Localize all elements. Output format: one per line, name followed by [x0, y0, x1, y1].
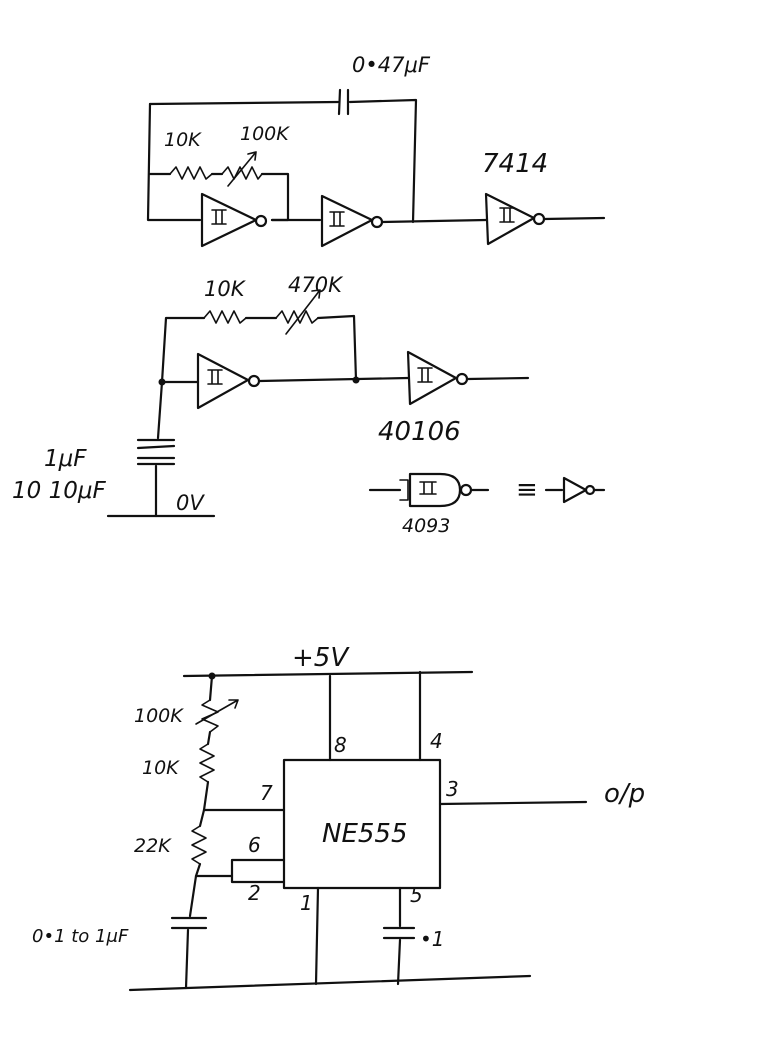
wire-feedback-right: [316, 314, 358, 382]
resistor-variable-label-b: 470K: [288, 273, 344, 297]
pin-number-5: 5: [410, 883, 423, 907]
capacitor-label: 0•47μF: [352, 53, 431, 77]
schmitt-inverter-40106-b: [406, 350, 469, 406]
supply-rail: [182, 670, 474, 678]
pin-number-6: 6: [248, 833, 261, 857]
resistor-fixed-label-b: 10K: [204, 277, 247, 301]
wire-node7-r3: [198, 808, 206, 828]
resistor-470k: [275, 310, 319, 324]
resistor-22k: [191, 825, 207, 865]
wire-cap-ground: [184, 928, 190, 990]
nand-gate-4093: [408, 472, 473, 508]
wire-left-loop: [146, 102, 202, 222]
resistor-100k: [221, 166, 263, 180]
pin-number-4: 4: [430, 729, 443, 753]
resistor-10k-b: [203, 310, 247, 324]
wire-inv-a-b: [258, 376, 410, 383]
resistor-variable-label: 100K: [240, 123, 290, 145]
resistor-fixed-label-555: 10K: [142, 757, 180, 779]
ground-rail-555: [128, 974, 532, 992]
timing-capacitor-label: 0•1 to 1μF: [32, 926, 129, 947]
pin-number-8: 8: [334, 733, 347, 757]
capacitor-label-line1: 1μF: [44, 446, 87, 472]
resistor-10k: [169, 166, 213, 180]
control-capacitor-label: •1: [420, 927, 445, 951]
pin-number-3: 3: [446, 777, 459, 801]
resistor-470k-arrow: [285, 289, 321, 335]
control-capacitor: [382, 926, 416, 940]
supply-label: +5V: [292, 643, 350, 673]
resistor-100k-arrow: [227, 151, 257, 187]
resistor-fixed-label: 10K: [164, 129, 202, 151]
schmitt-inverter-1: [200, 192, 268, 248]
schmitt-inverter-40106-a: [196, 352, 261, 410]
wire-cap-left: [148, 100, 340, 106]
wire-cap-right: [348, 98, 418, 224]
wire-pin3-output: [438, 800, 588, 806]
wire-pin1: [314, 886, 320, 986]
inverter-equivalent: [562, 476, 596, 504]
resistor-22k-label: 22K: [134, 835, 172, 857]
ne555-chip-label: NE555: [322, 819, 408, 849]
ne555-chip-body: [282, 758, 442, 890]
wire-feedback-left: [160, 316, 206, 384]
schmitt-inverter-2: [320, 194, 384, 248]
wire-inv2-out: [380, 218, 488, 224]
nand-input-tie: [399, 479, 409, 501]
pin-number-7: 7: [260, 781, 273, 805]
resistor-100k-arrow-555: [195, 699, 239, 725]
resistor-variable-label-555: 100K: [134, 705, 184, 727]
junction-feedback: [352, 376, 360, 384]
wire-cap-top: [156, 380, 164, 440]
chip-label-7414: 7414: [482, 149, 548, 179]
schmitt-buffer-7414: [484, 192, 546, 246]
chip-label-4093: 4093: [402, 515, 450, 537]
wire-7414-output: [542, 216, 606, 221]
chip-label-40106: 40106: [378, 417, 461, 447]
circuit-4093-equivalence: 4093 ≡: [368, 472, 606, 537]
wire-supply-r1: [208, 674, 214, 702]
wire-r1-r2: [206, 730, 212, 746]
wire-pin5-ground: [396, 938, 402, 986]
circuit-7414-oscillator: 0•47μF 10K 100K: [146, 53, 606, 248]
wire-r2-node7: [202, 780, 210, 812]
timing-capacitor: [170, 916, 208, 930]
wire-40106-output: [466, 376, 530, 381]
capacitor-label-line2: 10 10μF: [12, 478, 106, 504]
output-label: o/p: [604, 779, 645, 809]
wire-resistor-return: [260, 172, 290, 222]
capacitor-electrolytic: [136, 438, 176, 466]
wire-r3-node: [194, 862, 202, 878]
pin-number-2: 2: [248, 881, 261, 905]
circuit-40106-oscillator: 10K 470K 40106 1μF 10 10μF 0V: [12, 273, 530, 518]
ground-label: 0V: [176, 491, 205, 515]
pin-number-1: 1: [300, 891, 313, 915]
resistor-10k-555: [199, 743, 215, 783]
wire-node-cap: [188, 874, 198, 918]
pin-6-2-tie: [230, 858, 286, 884]
equivalence-symbol: ≡: [516, 475, 538, 505]
circuit-ne555-astable: +5V 100K 10K 22K 0•1 to 1μF NE555 o/p: [32, 643, 645, 992]
capacitor-plate-1: [337, 88, 342, 116]
